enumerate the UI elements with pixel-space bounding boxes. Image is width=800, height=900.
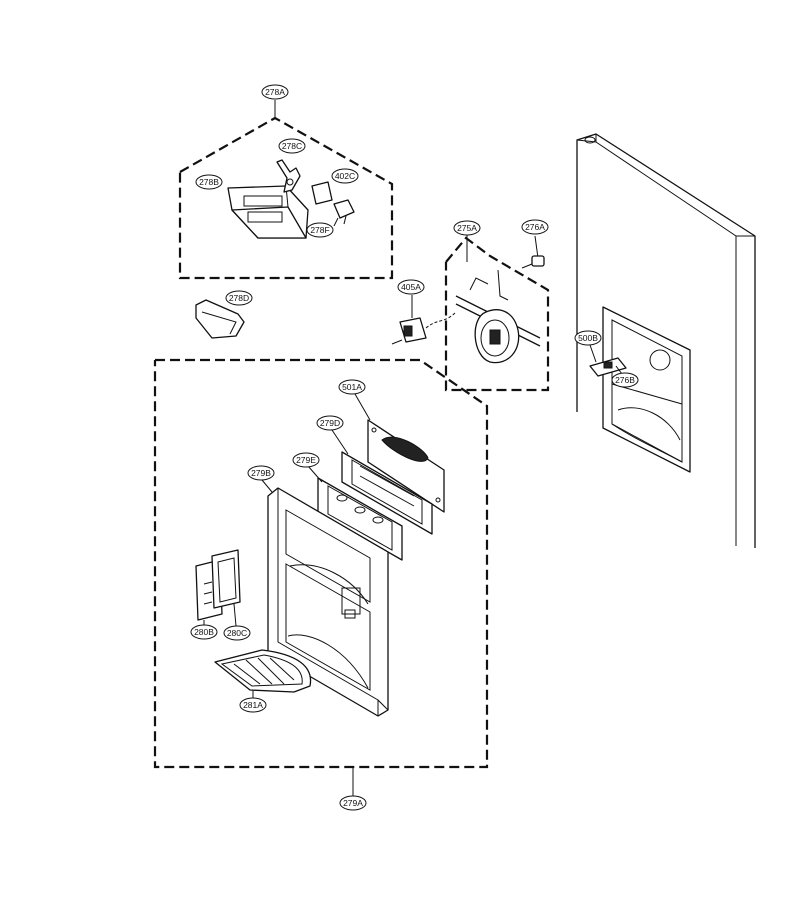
label-405A: 405A: [401, 282, 421, 292]
label-276B: 276B: [615, 375, 635, 385]
part-275A: [455, 269, 541, 364]
label-280B: 280B: [194, 627, 214, 637]
callout-278C: 278C: [278, 138, 306, 154]
part-279D: [331, 429, 433, 535]
assembly-275A: [444, 235, 550, 392]
label-279E: 279E: [296, 455, 316, 465]
callout-278F: 278F: [306, 222, 334, 238]
part-279B: [261, 479, 389, 717]
label-279B: 279B: [251, 468, 271, 478]
callout-275A: 275A: [453, 220, 481, 236]
part-278B: [227, 185, 309, 239]
assembly-278A: [178, 100, 394, 280]
label-275A: 275A: [457, 223, 477, 233]
label-278B: 278B: [199, 177, 219, 187]
part-402C: [333, 199, 355, 227]
label-279D: 279D: [320, 418, 340, 428]
part-276B: [615, 365, 623, 375]
callout-279D: 279D: [316, 415, 344, 431]
callout-501A: 501A: [338, 379, 366, 395]
callout-279E: 279E: [292, 452, 320, 468]
callout-276A: 276A: [521, 219, 549, 235]
part-276A: [521, 235, 545, 269]
callout-279B: 279B: [247, 465, 275, 481]
label-278D: 278D: [229, 293, 249, 303]
label-276A: 276A: [525, 222, 545, 232]
label-280C: 280C: [227, 628, 247, 638]
callout-500B: 500B: [574, 330, 602, 346]
callout-279A: 279A: [339, 795, 367, 811]
label-402C: 402C: [335, 171, 355, 181]
part-500B: [589, 344, 627, 377]
callout-276B: 276B: [611, 372, 639, 388]
label-281A: 281A: [243, 700, 263, 710]
callout-278A: 278A: [261, 84, 289, 100]
part-405A: [391, 295, 457, 345]
refrigerator-door: [576, 133, 756, 548]
label-279A: 279A: [343, 798, 363, 808]
part-280C: [211, 549, 241, 627]
part-501A: [354, 393, 445, 513]
label-501A: 501A: [342, 382, 362, 392]
label-278A: 278A: [265, 87, 285, 97]
part-279E: [307, 465, 403, 561]
part-278D: [195, 299, 245, 339]
callout-405A: 405A: [397, 279, 425, 295]
label-278F: 278F: [310, 225, 329, 235]
part-281A: [214, 649, 312, 698]
callout-402C: 402C: [331, 168, 359, 184]
part-278C: [276, 159, 301, 193]
callout-278B: 278B: [195, 174, 223, 190]
callout-280C: 280C: [223, 625, 251, 641]
callout-281A: 281A: [239, 697, 267, 713]
callout-278D: 278D: [225, 290, 253, 306]
part-278F: [311, 181, 333, 205]
callout-280B: 280B: [190, 624, 218, 640]
label-278C: 278C: [282, 141, 302, 151]
label-500B: 500B: [578, 333, 598, 343]
assembly-279A: [153, 358, 489, 796]
